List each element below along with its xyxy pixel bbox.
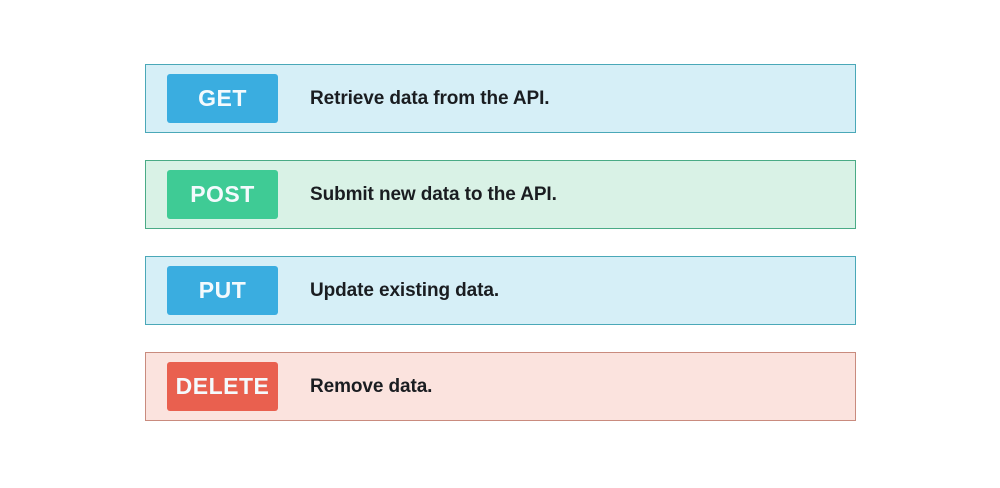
table-row[interactable]: POST Submit new data to the API. bbox=[145, 160, 856, 229]
http-methods-table: GET Retrieve data from the API. POST Sub… bbox=[145, 64, 856, 421]
table-row[interactable]: DELETE Remove data. bbox=[145, 352, 856, 421]
method-badge-post[interactable]: POST bbox=[167, 170, 278, 219]
table-row[interactable]: PUT Update existing data. bbox=[145, 256, 856, 325]
method-description: Retrieve data from the API. bbox=[310, 87, 550, 109]
method-badge-get[interactable]: GET bbox=[167, 74, 278, 123]
method-badge-delete[interactable]: DELETE bbox=[167, 362, 278, 411]
method-badge-put[interactable]: PUT bbox=[167, 266, 278, 315]
table-row[interactable]: GET Retrieve data from the API. bbox=[145, 64, 856, 133]
method-description: Submit new data to the API. bbox=[310, 183, 557, 205]
method-description: Remove data. bbox=[310, 375, 433, 397]
method-description: Update existing data. bbox=[310, 279, 499, 301]
